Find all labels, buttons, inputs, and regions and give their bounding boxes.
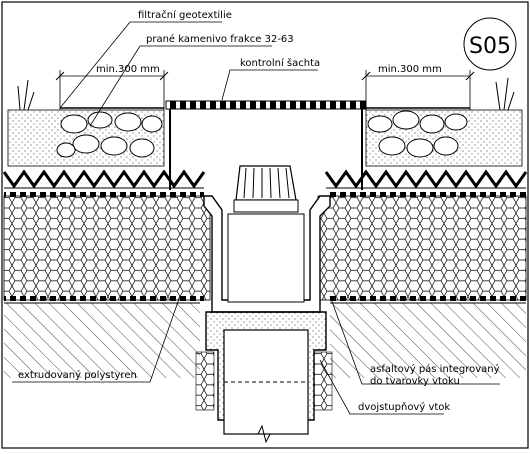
callout-two-stage-drain: dvojstupňový vtok — [319, 359, 450, 415]
label-geotextile: filtrační geotextilie — [138, 9, 232, 21]
callout-inspection-shaft: kontrolní šachta — [221, 57, 320, 101]
callout-bitumen-strip: asfaltový pás integrovaný do tvarovky vt… — [329, 295, 500, 387]
callout-xps: extrudovaný polystyren — [12, 295, 181, 383]
dimension-left-label: min.300 mm — [96, 64, 160, 75]
dimension-right: min.300 mm — [361, 64, 475, 110]
gravel-bed — [7, 77, 523, 167]
sheet-badge-text: S05 — [469, 34, 511, 59]
label-two-stage-drain: dvojstupňový vtok — [358, 401, 450, 413]
sheet-badge: S05 — [463, 17, 517, 71]
label-bitumen-strip-2: do tvarovky vtoku — [370, 376, 460, 387]
substrate-layer — [4, 302, 526, 378]
two-stage-drain — [203, 165, 331, 444]
dimension-left: min.300 mm — [55, 64, 169, 110]
dimension-right-label: min.300 mm — [378, 64, 442, 75]
label-gravel: prané kamenivo frakce 32-63 — [146, 33, 294, 45]
label-bitumen-strip-1: asfaltový pás integrovaný — [370, 363, 500, 375]
callout-gravel: prané kamenivo frakce 32-63 — [89, 33, 294, 127]
waterproofing-membranes — [4, 192, 526, 301]
label-xps: extrudovaný polystyren — [18, 369, 137, 381]
callout-geotextile: filtrační geotextilie — [59, 9, 232, 109]
label-inspection-shaft: kontrolní šachta — [240, 57, 320, 69]
